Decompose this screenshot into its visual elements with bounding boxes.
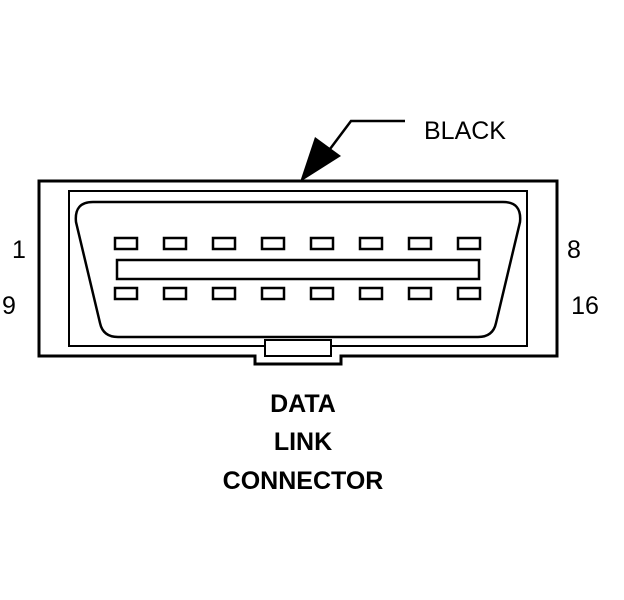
leader-arrowhead <box>300 137 341 182</box>
pin-2 <box>162 236 188 251</box>
connector-title-line-3: CONNECTOR <box>223 467 384 495</box>
pin-8 <box>456 236 482 251</box>
pin-15 <box>407 286 433 301</box>
connector-locking-tab <box>264 339 332 357</box>
connector-pin-face <box>74 200 522 339</box>
pin-14 <box>358 286 384 301</box>
pin-3 <box>211 236 237 251</box>
pin-9 <box>113 286 139 301</box>
pin-12 <box>260 286 286 301</box>
connector-title-line-1: DATA <box>270 390 336 418</box>
connector-title-line-2: LINK <box>274 428 332 456</box>
pin-7 <box>407 236 433 251</box>
pin-label-9: 9 <box>2 292 16 320</box>
color-leader <box>300 119 405 182</box>
color-label: BLACK <box>424 117 506 145</box>
pin-11 <box>211 286 237 301</box>
pin-label-8: 8 <box>567 236 581 264</box>
pin-row-bottom <box>113 286 482 301</box>
pin-13 <box>309 286 335 301</box>
pin-1 <box>113 236 139 251</box>
pin-4 <box>260 236 286 251</box>
connector-key-bar <box>115 258 481 281</box>
pin-10 <box>162 286 188 301</box>
pin-6 <box>358 236 384 251</box>
pin-row-top <box>113 236 482 251</box>
pin-16 <box>456 286 482 301</box>
pin-label-16: 16 <box>571 292 599 320</box>
pin-label-1: 1 <box>12 236 26 264</box>
pin-5 <box>309 236 335 251</box>
